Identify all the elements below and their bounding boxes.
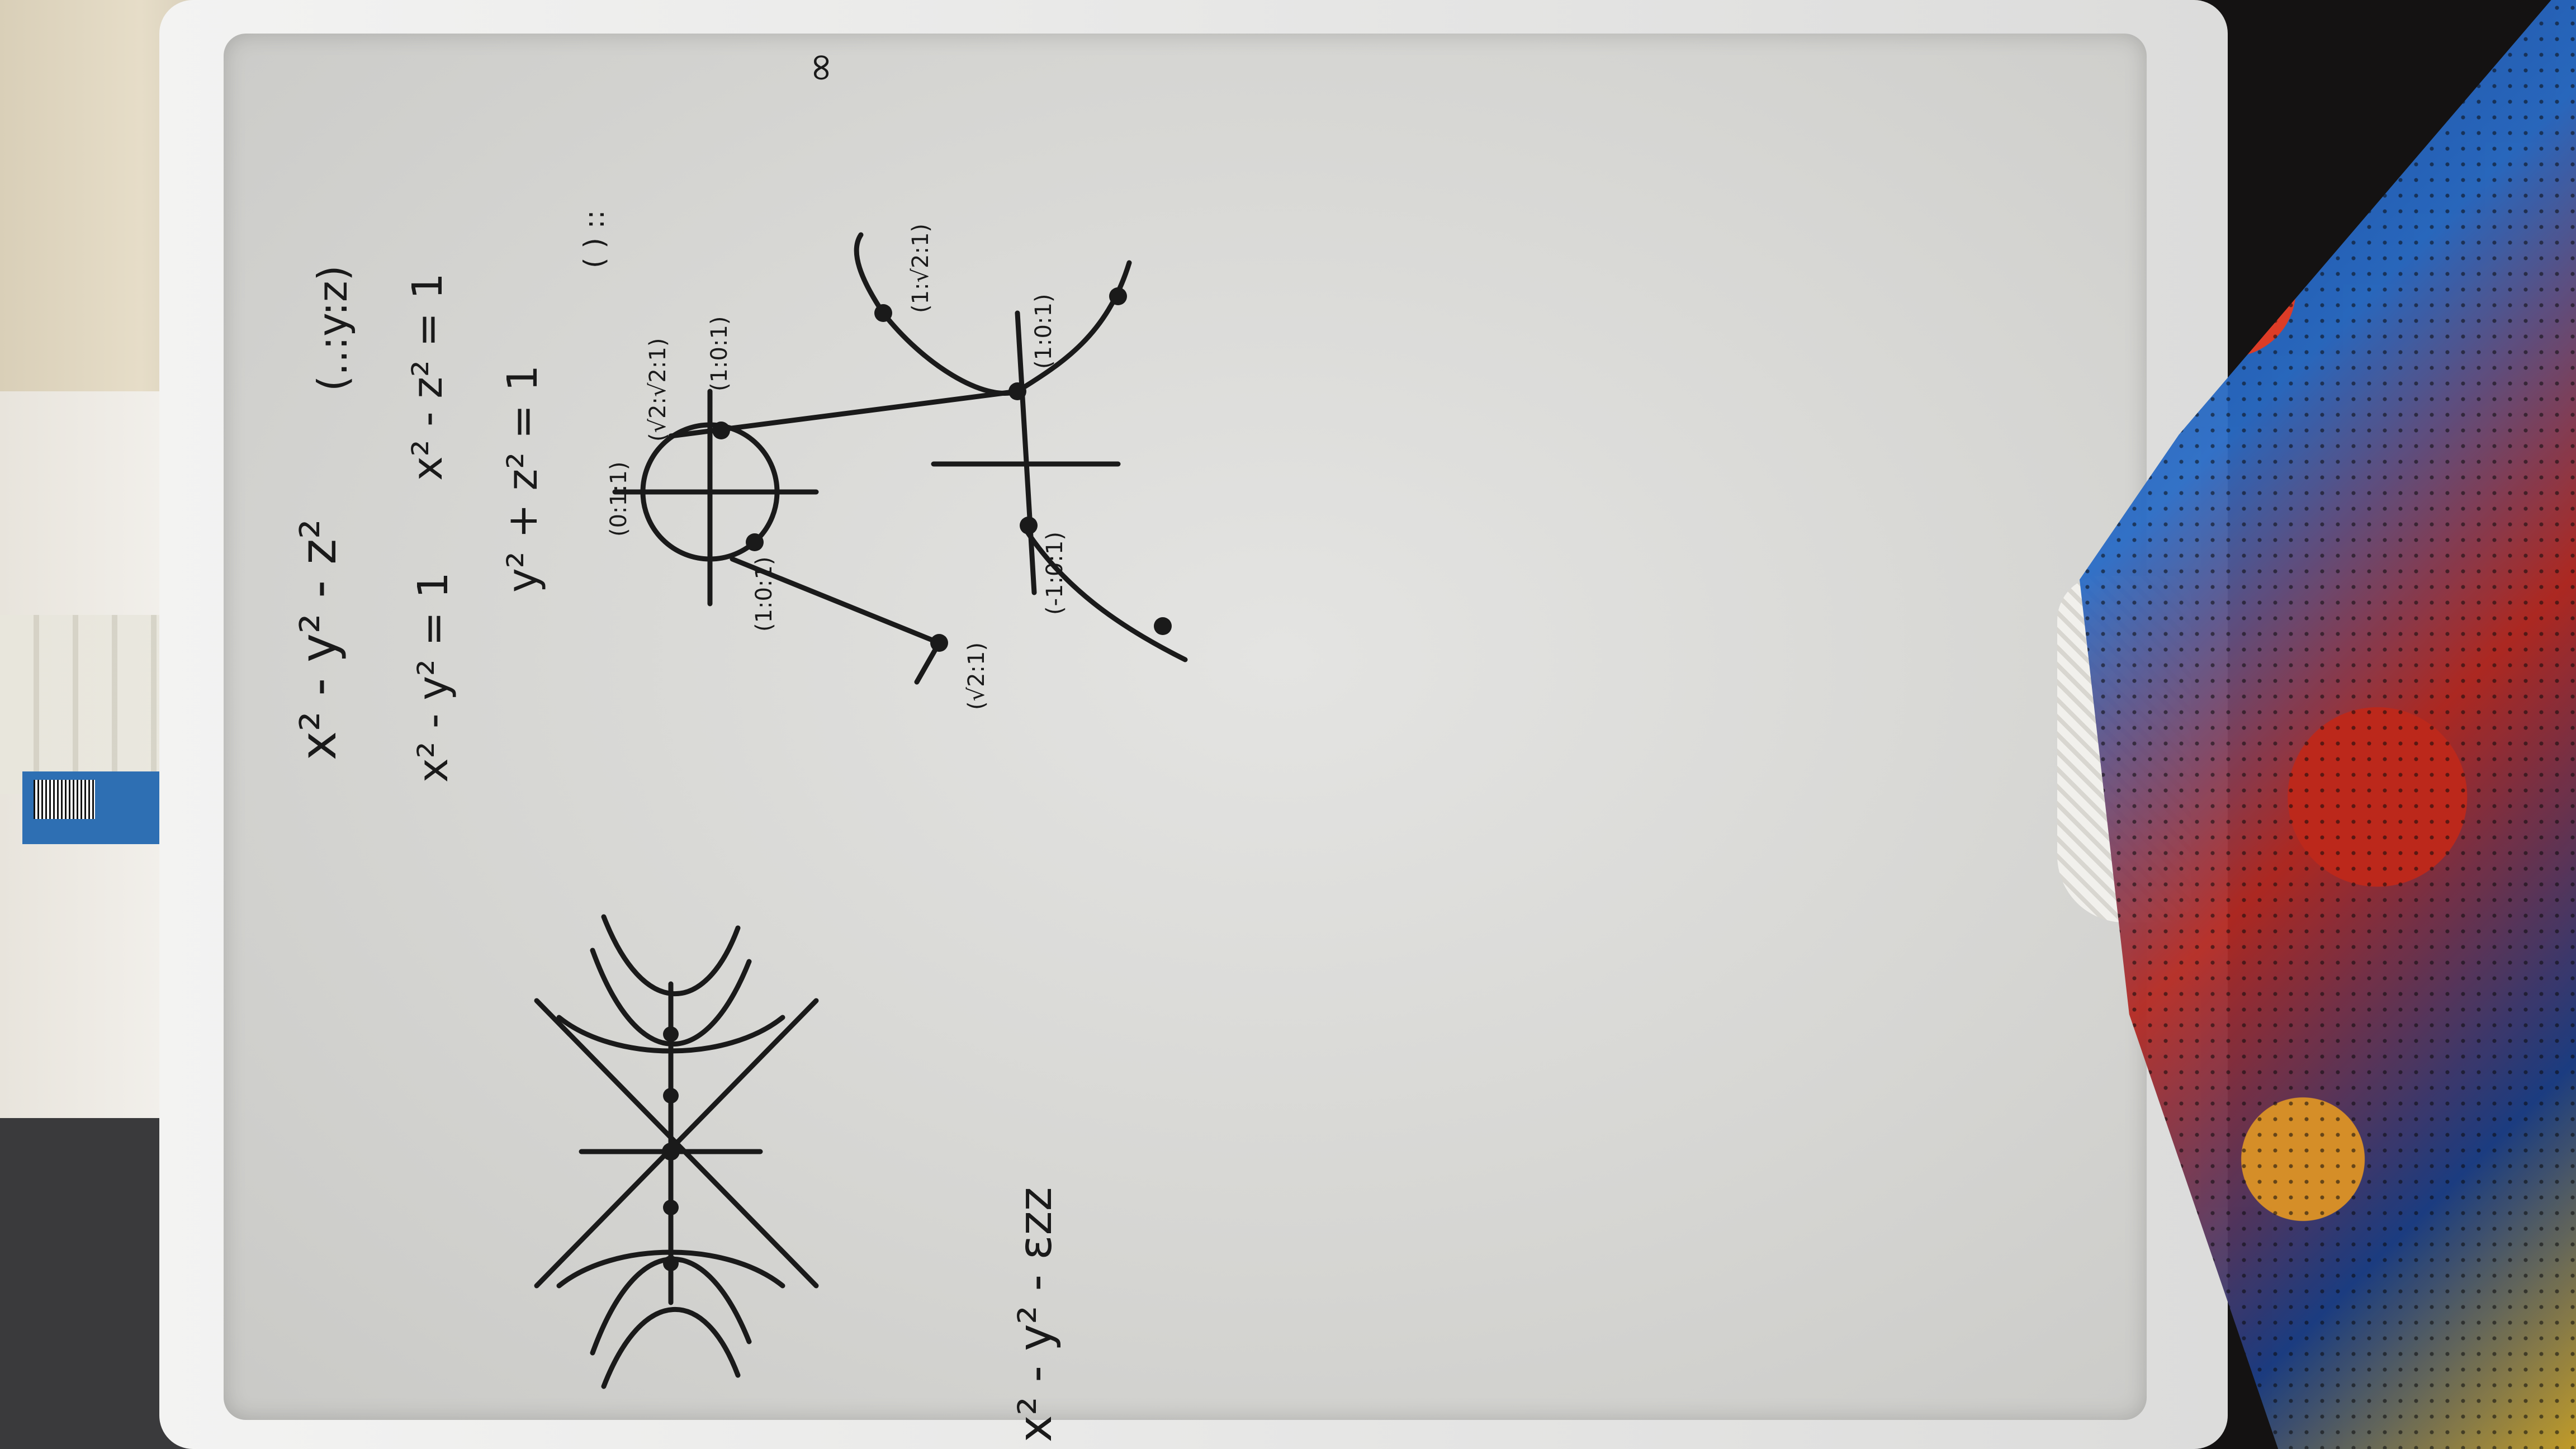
- whiteboard-surface: [224, 34, 2147, 1420]
- bottom-expression: x² - y² - εzz: [1009, 1187, 1062, 1442]
- hyperbola-points: [662, 1026, 680, 1271]
- point-label: (1:0:1): [1031, 293, 1057, 369]
- equation-1: x² - y² = 1: [409, 572, 457, 783]
- point-label: (√2:√2:1): [645, 338, 671, 442]
- infinity-symbol: ∞: [797, 51, 842, 84]
- point-label: (1:0:1): [707, 316, 732, 391]
- point-label: (1:0:1): [751, 556, 777, 632]
- equation-3: y² + z² = 1: [499, 365, 547, 593]
- equation-2: x² - z² = 1: [404, 273, 452, 481]
- coords-label: (..:y:z): [309, 265, 356, 391]
- point-label: (-1:0:1): [1042, 532, 1068, 615]
- barcode-label: [34, 780, 95, 819]
- diagram-points: [712, 287, 1172, 652]
- title-expression: x² - y² - z²: [290, 519, 347, 760]
- point-label: (1:√2:1): [908, 224, 934, 313]
- point-label: (0:1:1): [606, 461, 632, 537]
- water-bottles: [0, 615, 168, 794]
- paren-label: ( ) ::: [578, 210, 610, 269]
- conic-diagram: [612, 232, 1188, 685]
- point-label: (√2:1): [964, 642, 989, 710]
